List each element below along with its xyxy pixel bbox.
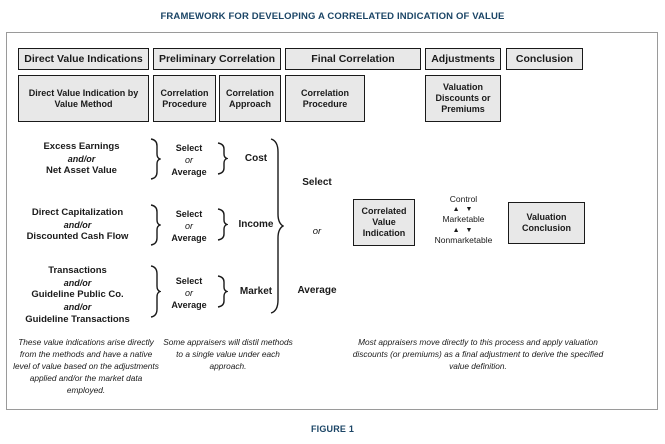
header-direct-value-indications[interactable]: Direct Value Indications (18, 48, 149, 70)
approach-market: Market (229, 285, 283, 298)
method-line-3: Discounted Cash Flow (26, 231, 129, 243)
figure-title: FRAMEWORK FOR DEVELOPING A CORRELATED IN… (160, 11, 505, 22)
approach-label: Income (238, 219, 274, 230)
subheader-valuation-discounts-or-premiums[interactable]: Valuation Discounts or Premiums (425, 75, 501, 122)
sel-line-1: Select (175, 276, 203, 286)
note-text: Some appraisers will distil methods to a… (163, 337, 293, 372)
approach-income: Income (229, 218, 283, 231)
select-or-average-income: Select or Average (163, 209, 215, 245)
subheader-label: Correlation Procedure (160, 87, 209, 109)
brace-methods-market (149, 265, 161, 318)
brace-final-correlation (268, 138, 284, 314)
up-down-arrow-icon-2: ▲ ▼ (452, 226, 475, 234)
final-selection-or: or (290, 225, 344, 239)
subheader-direct-value-indication-by-value-method[interactable]: Direct Value Indication by Value Method (18, 75, 149, 122)
final-average-label: Average (297, 285, 337, 296)
header-label: Conclusion (515, 52, 574, 65)
method-group-income: Direct Capitalization and/or Discounted … (6, 207, 149, 244)
subheader-label: Valuation Discounts or Premiums (435, 82, 491, 114)
final-select-label: Select (302, 177, 332, 188)
sel-line-2: or (184, 154, 193, 165)
header-label: Final Correlation (311, 52, 395, 65)
method-line-2: and/or (63, 219, 92, 230)
subheader-label: Direct Value Indication by Value Method (28, 87, 139, 109)
method-line-1: Transactions (48, 265, 107, 276)
method-line-4: and/or (63, 301, 92, 312)
sel-line-2: or (184, 220, 193, 231)
subheader-label: Correlation Approach (225, 87, 274, 109)
subheader-label: Correlation Procedure (300, 87, 349, 109)
brace-methods-cost (149, 138, 161, 180)
final-selection-select: Select (290, 176, 344, 189)
select-or-average-cost: Select or Average (163, 143, 215, 179)
sel-line-1: Select (175, 209, 203, 219)
correlated-value-indication-box[interactable]: Correlated Value Indication (353, 199, 415, 246)
level-of-value-nonmarketable: Nonmarketable (434, 234, 493, 245)
header-label: Preliminary Correlation (158, 52, 276, 65)
final-selection-average: Average (285, 284, 349, 297)
method-line-3: Guideline Public Co. (31, 289, 124, 301)
method-line-1: Direct Capitalization (31, 207, 124, 218)
level-of-value-marketable: Marketable (442, 214, 485, 225)
correlated-value-indication-label: Correlated Value Indication (361, 206, 407, 238)
method-group-cost: Excess Earnings and/or Net Asset Value (14, 141, 149, 178)
subheader-correlation-procedure-2[interactable]: Correlation Procedure (285, 75, 365, 122)
note-preliminary-correlation: Some appraisers will distil methods to a… (163, 336, 293, 372)
method-line-5: Guideline Transactions (25, 313, 130, 325)
valuation-conclusion-box[interactable]: Valuation Conclusion (508, 202, 585, 244)
sel-line-3: Average (171, 299, 207, 310)
approach-label: Market (239, 286, 273, 297)
method-group-market: Transactions and/or Guideline Public Co.… (6, 265, 149, 326)
method-line-1: Excess Earnings (43, 141, 120, 152)
note-direct-value-indications: These value indications arise directly f… (12, 336, 160, 396)
method-line-2: and/or (67, 153, 96, 164)
level-of-value-control: Control (449, 194, 478, 204)
header-label: Adjustments (431, 52, 495, 65)
subheader-correlation-approach[interactable]: Correlation Approach (219, 75, 281, 122)
approach-label: Cost (244, 153, 268, 164)
method-line-3: Net Asset Value (46, 165, 117, 177)
select-or-average-market: Select or Average (163, 276, 215, 312)
note-text: Most appraisers move directly to this pr… (352, 337, 604, 372)
final-or-label: or (312, 226, 322, 237)
method-line-2: and/or (63, 277, 92, 288)
header-final-correlation[interactable]: Final Correlation (285, 48, 421, 70)
approach-cost: Cost (229, 152, 283, 165)
header-label: Direct Value Indications (24, 52, 143, 65)
valuation-conclusion-label: Valuation Conclusion (522, 212, 571, 233)
brace-approach-market (216, 275, 228, 308)
note-text: These value indications arise directly f… (13, 337, 159, 396)
subheader-correlation-procedure-1[interactable]: Correlation Procedure (153, 75, 216, 122)
brace-approach-cost (216, 142, 228, 175)
header-preliminary-correlation[interactable]: Preliminary Correlation (153, 48, 281, 70)
sel-line-2: or (184, 287, 193, 298)
sel-line-3: Average (171, 232, 207, 243)
note-adjustments: Most appraisers move directly to this pr… (352, 336, 604, 372)
brace-methods-income (149, 204, 161, 246)
figure-caption: FIGURE 1 (310, 424, 355, 434)
sel-line-3: Average (171, 166, 207, 177)
up-down-arrow-icon-1: ▲ ▼ (452, 206, 475, 214)
sel-line-1: Select (175, 143, 203, 153)
levels-of-value-ladder: Control ▲ ▼ Marketable ▲ ▼ Nonmarketable (425, 194, 502, 246)
header-adjustments[interactable]: Adjustments (425, 48, 501, 70)
brace-approach-income (216, 208, 228, 241)
header-conclusion[interactable]: Conclusion (506, 48, 583, 70)
